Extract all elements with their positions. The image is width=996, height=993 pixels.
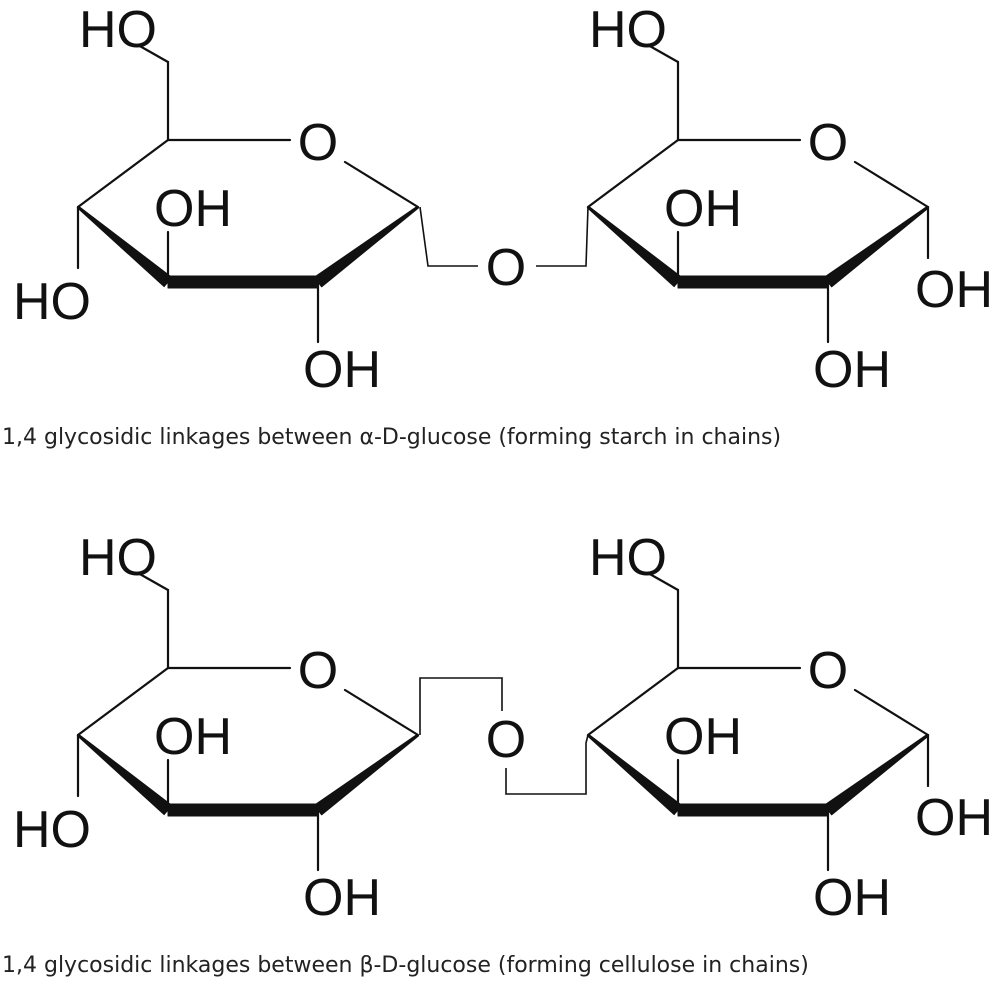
- molecule-1-left-ring-c1-c2-wedge: [313, 205, 420, 288]
- molecule-1-right-ring-o5-c1-bond: [853, 160, 930, 209]
- molecule-1-left-ring-c2-hydroxyl-label: OH: [303, 341, 381, 399]
- molecule-2-left-ring-c5-c4-bond: [76, 666, 170, 737]
- molecule-2-left-ring-ch2oh-label: HO: [79, 529, 157, 587]
- molecule-2-right-ring-c3-hydroxyl-label: OH: [664, 708, 742, 766]
- molecule-1-right-ring-c1-c2-wedge: [823, 205, 930, 288]
- molecule-2-right-ring-ch2oh-label: HO: [589, 529, 667, 587]
- molecule-1-glycosidic-oxygen-label: O: [486, 239, 526, 297]
- molecule-2-left-ring-c3-hydroxyl-label: OH: [154, 708, 232, 766]
- molecule-2-right-ring-c2-hydroxyl-label: OH: [813, 869, 891, 927]
- molecule-1-right-ring-c2-hydroxyl-label: OH: [813, 341, 891, 399]
- molecule-2-left-ring-c2-c3-wedge: [167, 803, 319, 817]
- molecule-2-right-ring-c6-o6-bond: [646, 571, 680, 592]
- molecule-1-left-ring-c2-c3-wedge: [167, 275, 319, 289]
- molecule-2-beta-link-top: [419, 677, 503, 735]
- molecule-2-right-ring-c1-hydroxyl-label: OH: [915, 789, 993, 847]
- molecule-1-left-ring-c6-o6-bond: [136, 43, 170, 64]
- molecule-1-left-ring-ch2oh-label: HO: [79, 1, 157, 59]
- beta-caption: 1,4 glycosidic linkages between β-D-gluc…: [2, 953, 809, 978]
- molecule-1-left-ring-c4-hydroxyl-label: HO: [13, 273, 91, 331]
- molecule-2-left-ring-o5-c1-bond: [343, 688, 420, 737]
- molecule-1-alpha-link-left: [419, 206, 478, 267]
- alpha-caption: 1,4 glycosidic linkages between α-D-gluc…: [2, 425, 782, 450]
- molecule-1-right-ring-c6-o6-bond: [646, 43, 680, 64]
- molecule-1-right-ring-c2-c3-wedge: [677, 275, 829, 289]
- molecule-2-left-ring-c2-hydroxyl-label: OH: [303, 869, 381, 927]
- molecule-2-right-ring-c1-c2-wedge: [823, 733, 930, 816]
- molecule-1-left-ring-c5-c4-bond: [76, 138, 170, 209]
- molecule-2-left-ring-c1-c2-wedge: [313, 733, 420, 816]
- molecule-1-left-ring-o5-c1-bond: [343, 160, 420, 209]
- molecule-2-beta-link-bottom: [505, 734, 589, 795]
- molecule-1-right-ring-ring-oxygen-label: O: [808, 114, 848, 172]
- molecule-2-left-ring-ring-oxygen-label: O: [298, 642, 338, 700]
- molecule-1-right-ring-c5-c4-bond: [586, 138, 680, 209]
- molecule-1-left-ring-c3-hydroxyl-label: OH: [154, 180, 232, 238]
- molecule-1-alpha-link-right: [536, 206, 589, 267]
- molecule-2-right-ring-o5-c1-bond: [853, 688, 930, 737]
- molecule-1-right-ring-c1-hydroxyl-label: OH: [915, 261, 993, 319]
- molecule-2-left-ring-c6-o6-bond: [136, 571, 170, 592]
- molecule-2-right-ring-ring-oxygen-label: O: [808, 642, 848, 700]
- molecule-1-right-ring-ch2oh-label: HO: [589, 1, 667, 59]
- molecule-2-right-ring-c5-c4-bond: [586, 666, 680, 737]
- molecule-1-right-ring-c3-hydroxyl-label: OH: [664, 180, 742, 238]
- molecule-2-left-ring-c4-hydroxyl-label: HO: [13, 801, 91, 859]
- molecule-2-right-ring-c2-c3-wedge: [677, 803, 829, 817]
- molecule-2-glycosidic-oxygen-label: O: [486, 711, 526, 769]
- molecule-1-left-ring-ring-oxygen-label: O: [298, 114, 338, 172]
